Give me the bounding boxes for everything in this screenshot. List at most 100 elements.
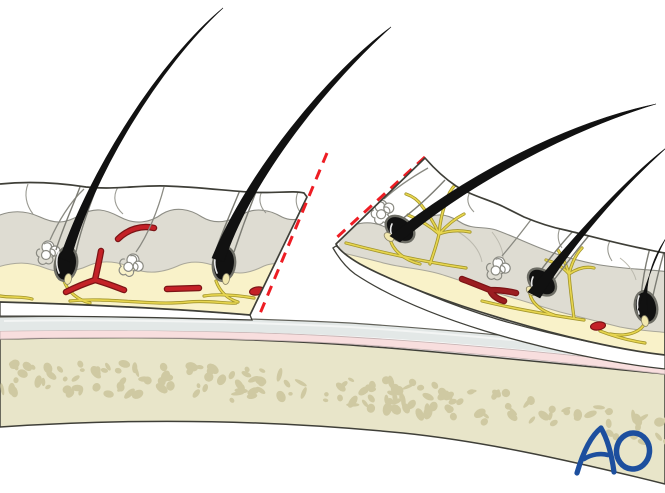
trabecula-speckle xyxy=(456,398,464,406)
trabecula-speckle xyxy=(417,384,425,391)
trabecula-speckle xyxy=(247,387,260,396)
trabecula-speckle xyxy=(382,376,390,385)
trabecula-speckle xyxy=(43,362,53,374)
trabecula-speckle xyxy=(573,409,583,421)
trabecula-speckle xyxy=(482,412,489,419)
trabecula-speckle xyxy=(655,432,663,441)
trabecula-speckle xyxy=(124,388,135,399)
trabecula-speckle xyxy=(196,364,204,370)
trabecula-speckle xyxy=(103,390,114,398)
trabecula-speckle xyxy=(361,399,369,408)
trabecula-speckle xyxy=(390,383,400,394)
trabecula-speckle xyxy=(41,377,46,387)
skull-bone-layer xyxy=(0,336,665,485)
trabecula-speckle xyxy=(231,391,244,396)
trabecula-speckle xyxy=(246,393,258,400)
trabecula-speckle xyxy=(548,405,556,413)
trabecula-speckle xyxy=(22,361,33,372)
trabecula-speckle xyxy=(348,377,355,382)
trabecula-speckle xyxy=(473,408,486,419)
trabecula-speckle xyxy=(636,414,649,423)
trabecula-speckle xyxy=(548,411,553,421)
trabecula-speckle xyxy=(491,393,498,400)
trabecula-speckle xyxy=(523,397,533,408)
subgaleal-band xyxy=(0,316,665,365)
trabecula-speckle xyxy=(563,408,571,416)
blood-vessels-right xyxy=(458,275,607,331)
blood-vessels-left xyxy=(62,223,266,296)
trabecula-speckle xyxy=(0,383,5,396)
trabecula-speckle xyxy=(13,377,19,384)
trabecula-speckle xyxy=(384,394,389,404)
trabecula-speckle xyxy=(244,366,250,373)
right-flap-outline xyxy=(335,157,665,356)
trabecula-speckle xyxy=(92,372,102,379)
trabecula-speckle xyxy=(549,419,558,427)
trabecula-speckle xyxy=(322,398,329,403)
trabecula-speckle xyxy=(100,367,109,373)
trabecula-speckle xyxy=(431,381,439,389)
trabecula-speckle xyxy=(92,383,101,392)
hair-follicle-right-3 xyxy=(633,247,665,327)
trabecula-speckle xyxy=(192,389,201,398)
hair-shaft xyxy=(59,7,224,263)
trabecula-speckle xyxy=(30,364,36,370)
trabecula-speckle xyxy=(294,379,307,387)
hair-shaft xyxy=(211,26,392,263)
trabecula-speckle xyxy=(8,382,16,395)
trabecula-speckle xyxy=(143,376,152,385)
hair-shaft xyxy=(637,239,665,315)
trabecula-speckle xyxy=(202,384,209,393)
ao-logo-letter-a xyxy=(574,425,617,476)
trabecula-speckle xyxy=(257,378,266,387)
trabecula-speckle xyxy=(159,362,168,372)
trabecula-speckle xyxy=(507,410,518,422)
ao-logo-letter-o xyxy=(613,430,653,472)
trabecula-speckle xyxy=(105,362,111,371)
blood-vessel-cross-section xyxy=(589,321,607,331)
trabecula-speckle xyxy=(79,368,85,373)
periosteum-band xyxy=(0,329,665,375)
gland-duct xyxy=(135,186,165,253)
trabecula-speckle xyxy=(206,363,219,375)
trabecula-speckle xyxy=(390,398,402,405)
epidermis-cell-line xyxy=(557,227,563,249)
trabecula-speckle xyxy=(449,412,457,421)
trabecula-speckle xyxy=(45,384,51,390)
trabecula-speckle xyxy=(480,418,489,426)
trabecula-speckle xyxy=(368,387,377,393)
trabecula-speckle xyxy=(71,384,83,392)
trabecula-speckle xyxy=(77,360,84,368)
trabecula-speckle xyxy=(283,379,291,388)
trabecula-speckle xyxy=(229,397,235,403)
trabecula-speckle xyxy=(423,406,433,420)
trabecula-speckle xyxy=(347,395,358,408)
trabecula-speckle xyxy=(367,394,375,403)
trabecula-speckle xyxy=(612,433,620,441)
trabecula-speckle xyxy=(504,402,512,410)
blood-vessel xyxy=(64,249,126,294)
trabecula-speckle xyxy=(234,379,244,391)
trabecula-speckle xyxy=(337,394,343,402)
trabecula-speckle xyxy=(62,376,68,382)
trabecula-speckle xyxy=(118,360,131,368)
trabecula-speckle xyxy=(654,417,665,427)
trabecula-speckle xyxy=(300,387,307,399)
trabecula-speckle xyxy=(324,392,329,397)
hair-shaft xyxy=(389,103,657,243)
trabecula-speckle xyxy=(276,367,283,382)
trabecula-speckle xyxy=(114,367,122,374)
trabecula-speckle xyxy=(584,410,597,419)
trabecula-speckle xyxy=(501,388,511,398)
trabecula-speckle xyxy=(538,410,550,421)
trabecula-speckle xyxy=(116,381,125,392)
trabecula-speckle xyxy=(446,406,454,414)
blood-vessel xyxy=(460,277,518,303)
epidermis-cell-line xyxy=(114,186,124,215)
trabecular-bone-texture xyxy=(0,359,665,448)
trabecula-speckle xyxy=(358,386,370,396)
trabecula-speckle xyxy=(71,375,80,382)
trabecula-speckle xyxy=(437,390,450,401)
trabecula-speckle xyxy=(422,392,434,401)
